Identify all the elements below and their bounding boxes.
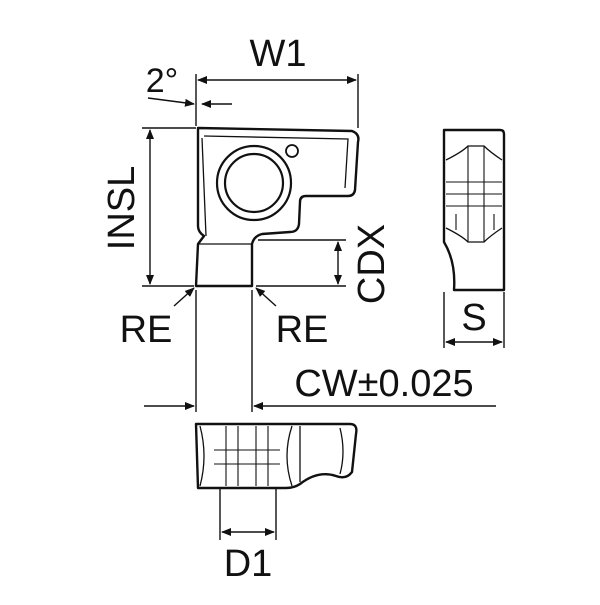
clamp-hole-outer — [215, 144, 293, 222]
insert-outline — [194, 126, 360, 288]
cw-label: CW±0.025 — [294, 363, 473, 405]
s-dimension: S — [443, 292, 505, 348]
clamp-hole-inner — [223, 152, 285, 214]
locating-pin — [285, 144, 299, 158]
bottom-outline — [194, 422, 358, 490]
re-left-callout: RE — [120, 287, 195, 351]
w1-label: W1 — [250, 33, 307, 75]
insert-inner-edge — [203, 135, 349, 189]
bottom-view — [194, 422, 358, 490]
w1-dimension: W1 — [195, 33, 359, 128]
d1-dimension: D1 — [219, 488, 277, 585]
re-left-label: RE — [120, 309, 173, 351]
cdx-label: CDX — [351, 224, 393, 304]
s-label: S — [461, 297, 486, 339]
d1-label: D1 — [224, 543, 273, 585]
relief-edge — [201, 137, 207, 237]
angle-dimension: 2° — [146, 62, 232, 108]
side-outline — [442, 128, 506, 292]
re-right-label: RE — [276, 309, 329, 351]
cdx-dimension: CDX — [256, 224, 393, 304]
re-right-callout: RE — [255, 287, 329, 351]
angle-label: 2° — [146, 62, 179, 100]
side-view — [442, 128, 506, 292]
front-view — [194, 126, 360, 288]
insl-dimension: INSL — [101, 127, 196, 287]
insl-label: INSL — [101, 166, 143, 250]
cw-dimension: CW±0.025 — [144, 290, 496, 412]
